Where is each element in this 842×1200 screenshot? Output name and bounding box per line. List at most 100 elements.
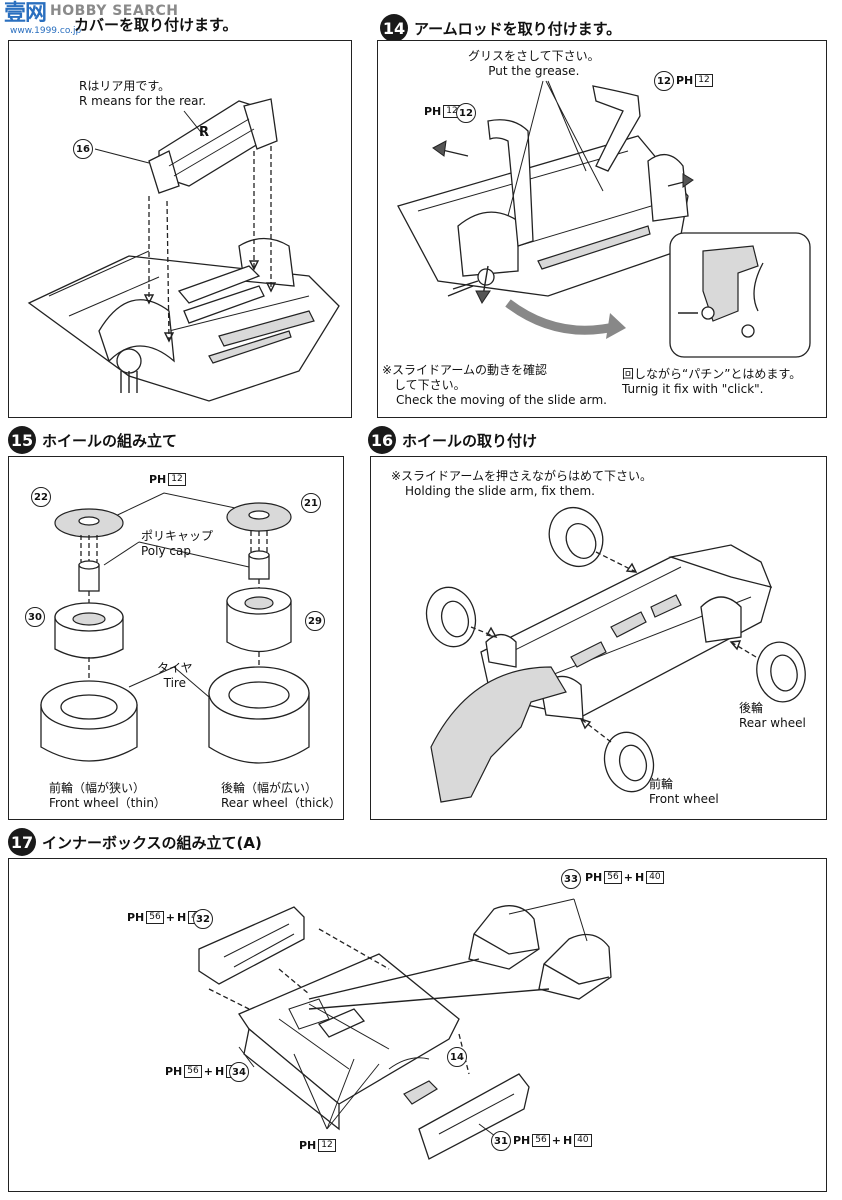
part-31-ph56-box: 56 (532, 1134, 550, 1147)
step17-number: 17 (8, 828, 36, 856)
polycap-note-en: Poly cap (141, 544, 191, 558)
part-34-ph56-box: 56 (184, 1065, 202, 1078)
part-30-label: 30 (25, 607, 45, 627)
step16-front-en: Front wheel (649, 792, 719, 806)
step15-ph-prefix: PH (149, 473, 167, 486)
tire-note-ja: タイヤ (157, 661, 193, 675)
step16-panel: ※スライドアームを押さえながらはめて下さい。 Holding the slide… (370, 456, 827, 820)
step16-note: ※スライドアームを押さえながらはめて下さい。 Holding the slide… (391, 469, 652, 499)
step15-ph12-box: 12 (168, 473, 186, 486)
part-34-plus: + (203, 1065, 213, 1078)
part-33-code: PH 56 + H 40 (585, 871, 664, 884)
front-wheel-note-en: Front wheel（thin） (49, 796, 166, 810)
watermark-logo: 壹网 (4, 1, 47, 26)
front-wheel-note: 前輪（幅が狭い） Front wheel（thin） (49, 781, 166, 811)
twist-note: 回しながら“パチン”とはめます。 Turnig it fix with "cli… (622, 367, 801, 397)
part-31-plus: + (551, 1134, 561, 1147)
step17-title: インナーボックスの組み立て(A) (42, 833, 262, 852)
step16-rear-ja: 後輪 (739, 701, 764, 715)
step13-note: Rはリア用です。 R means for the rear. (79, 79, 206, 109)
step14-illustration (397, 80, 811, 358)
step14-panel: グリスをさして下さい。 Put the grease. PH 12 12 12 … (377, 40, 827, 418)
step14-number: 14 (380, 14, 408, 42)
rear-wheel-note-en: Rear wheel（thick） (221, 796, 341, 810)
step13-panel: Rはリア用です。 R means for the rear. R 16 (8, 40, 352, 418)
watermark-url: www.1999.co.jp (10, 26, 82, 36)
part-32-plus: + (165, 911, 175, 924)
step15-title: ホイールの組み立て (42, 431, 178, 450)
step17-illustration (198, 898, 612, 1160)
step16-rear-note: 後輪 Rear wheel (739, 701, 806, 731)
step15-ph12-code: PH 12 (149, 473, 186, 486)
part-33-plus: + (623, 871, 633, 884)
grease-note-ja: グリスをさして下さい。 (468, 49, 600, 63)
part-33-label: 33 (561, 869, 581, 889)
part-12-right-label: 12 (654, 71, 674, 91)
part-33-ph56-box: 56 (604, 871, 622, 884)
check-note-ja2: して下さい。 (394, 378, 466, 392)
step13-note-ja: Rはリア用です。 (79, 79, 171, 93)
part-33-ph-prefix: PH (585, 871, 603, 884)
part-29-label: 29 (305, 611, 325, 631)
step14-title: アームロッドを取り付けます。 (414, 19, 622, 38)
watermark-brand: HOBBY SEARCH (50, 3, 179, 19)
step15-panel: PH 12 22 21 30 29 ポリキャップ Poly cap タイヤ Ti… (8, 456, 344, 820)
step13-header: カバーを取り付けます。 (74, 14, 238, 35)
ph-prefix-2: PH (676, 74, 694, 87)
step16-front-ja: 前輪 (649, 777, 674, 791)
part-14-label: 14 (447, 1047, 467, 1067)
part-33-h40-box: 40 (646, 871, 664, 884)
tire-note-en: Tire (163, 676, 186, 690)
rear-mark: R (199, 125, 210, 140)
step16-header: 16 ホイールの取り付け (368, 426, 537, 454)
step16-rear-en: Rear wheel (739, 716, 806, 730)
grease-note: グリスをさして下さい。 Put the grease. (468, 49, 600, 79)
step13-illustration (27, 98, 340, 402)
part-32-ph-prefix: PH (127, 911, 145, 924)
step16-illustration (425, 507, 806, 803)
part-31-h40-box: 40 (574, 1134, 592, 1147)
twist-note-en: Turnig it fix with "click". (622, 382, 764, 396)
part-34-label: 34 (229, 1062, 249, 1082)
step17-header: 17 インナーボックスの組み立て(A) (8, 828, 262, 856)
step14-header: 14 アームロッドを取り付けます。 (380, 14, 621, 42)
step13-title: カバーを取り付けます。 (74, 16, 238, 34)
part-34-h-prefix: H (214, 1065, 225, 1078)
step15-illustration (40, 492, 310, 764)
part-31-label: 31 (491, 1131, 511, 1151)
check-note-en: Check the moving of the slide arm. (396, 393, 607, 407)
part-32-h-prefix: H (176, 911, 187, 924)
part-31-code: PH 56 + H 40 (513, 1134, 592, 1147)
step15-number: 15 (8, 426, 36, 454)
rear-wheel-note-ja: 後輪（幅が広い） (221, 781, 318, 795)
step17-ph12-box: 12 (318, 1139, 336, 1152)
twist-note-ja: 回しながら“パチン”とはめます。 (622, 367, 802, 381)
part-32-label: 32 (193, 909, 213, 929)
front-wheel-note-ja: 前輪（幅が狭い） (49, 781, 146, 795)
step17-ph12-prefix: PH (299, 1139, 317, 1152)
part-12-left-label: 12 (456, 103, 476, 123)
step16-front-note: 前輪 Front wheel (649, 777, 719, 807)
part-33-h-prefix: H (634, 871, 645, 884)
step16-number: 16 (368, 426, 396, 454)
step16-note-ja: ※スライドアームを押さえながらはめて下さい。 (391, 469, 652, 483)
part-31-ph-prefix: PH (513, 1134, 531, 1147)
ph12-right-code: PH 12 (676, 74, 713, 87)
step16-title: ホイールの取り付け (402, 431, 538, 450)
check-note-ja1: ※スライドアームの動きを確認 (382, 363, 547, 377)
polycap-note-ja: ポリキャップ (141, 529, 214, 543)
part-22-label: 22 (31, 487, 51, 507)
part-21-label: 21 (301, 493, 321, 513)
watermark: 壹网 HOBBY SEARCH www.1999.co.jp (4, 1, 179, 37)
part-32-ph56-box: 56 (146, 911, 164, 924)
rear-wheel-note: 後輪（幅が広い） Rear wheel（thick） (221, 781, 341, 811)
polycap-note: ポリキャップ Poly cap (141, 529, 213, 559)
part-16-label: 16 (73, 139, 93, 159)
step17-panel: 33 PH 56 + H 40 PH 56 + H 40 32 PH 56 + … (8, 858, 827, 1192)
ph-prefix: PH (424, 105, 442, 118)
part-31-h-prefix: H (562, 1134, 573, 1147)
tire-note: タイヤ Tire (157, 661, 193, 691)
part-34-ph-prefix: PH (165, 1065, 183, 1078)
check-note: ※スライドアームの動きを確認 して下さい。 Check the moving o… (382, 363, 607, 408)
step17-ph12-code: PH 12 (299, 1139, 336, 1152)
